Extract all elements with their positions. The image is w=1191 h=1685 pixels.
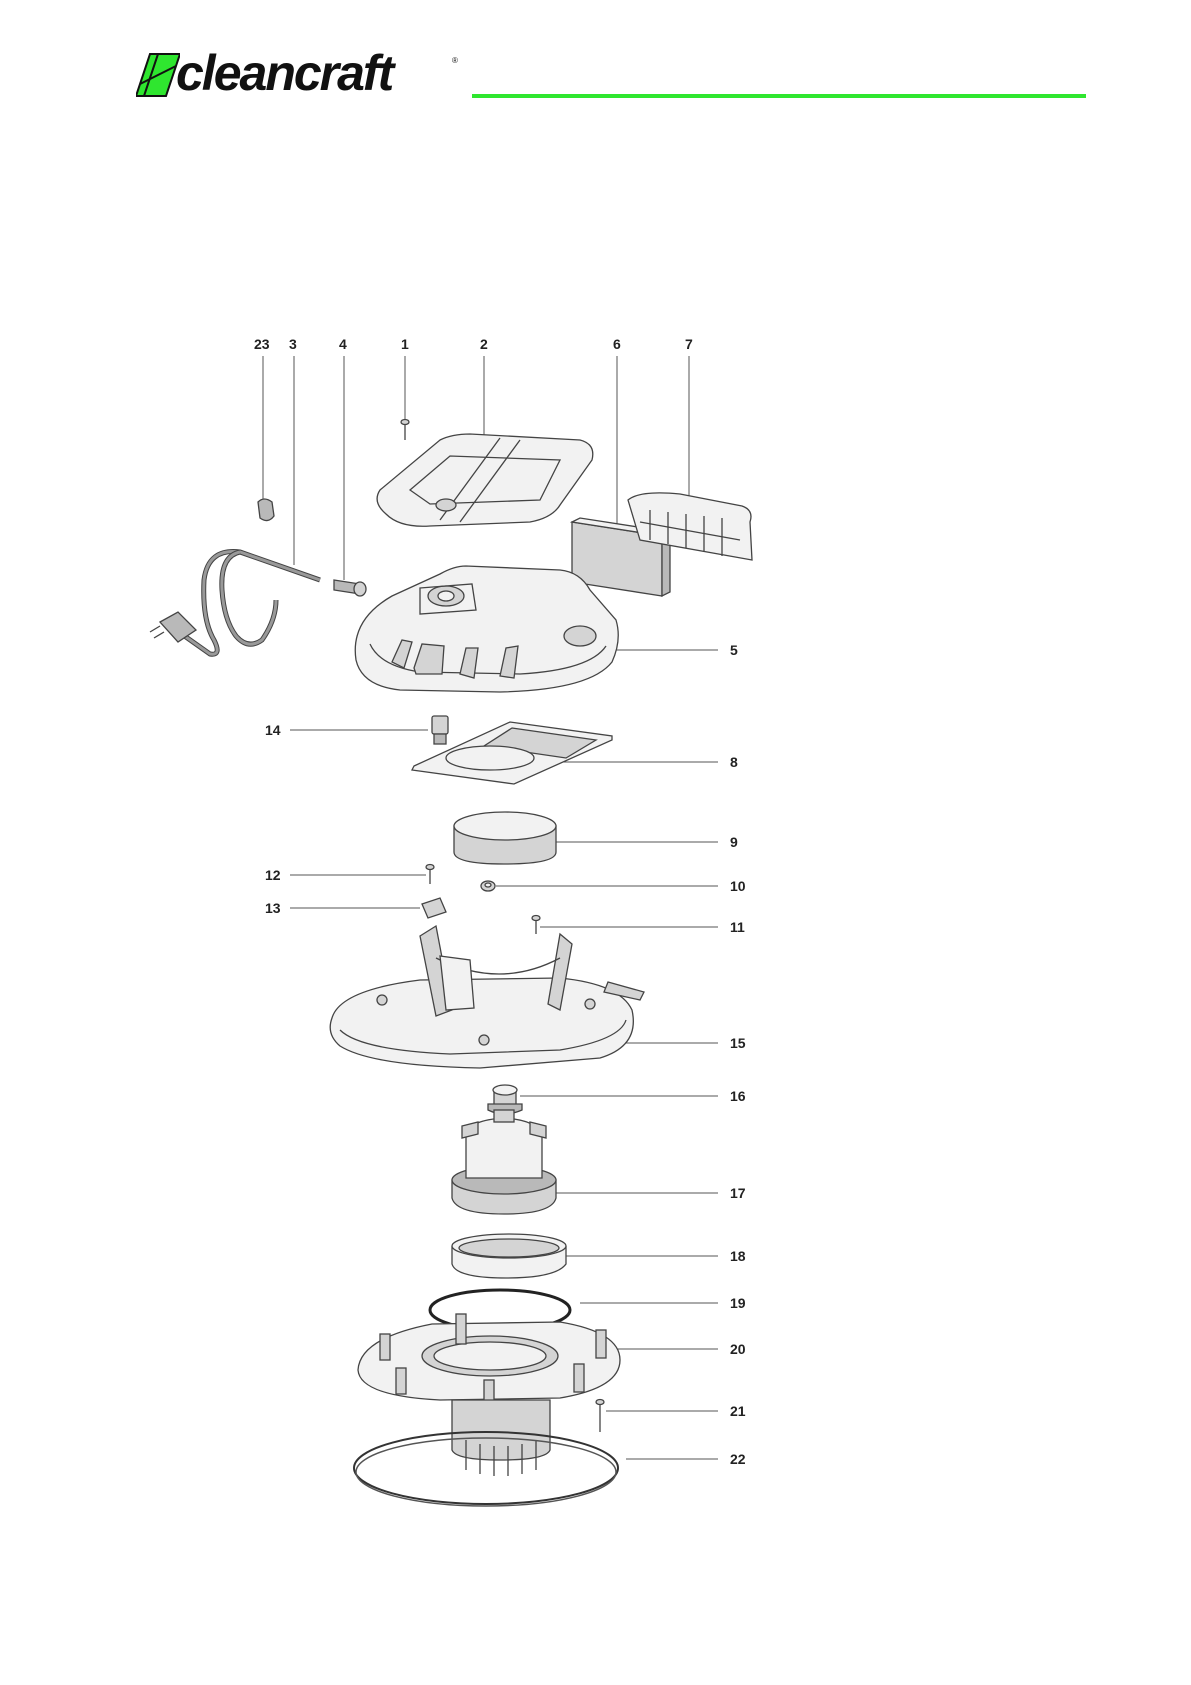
part-label-8: 8 (730, 754, 738, 770)
callout-19: 19 (580, 1295, 746, 1311)
part-label-7: 7 (685, 336, 693, 352)
callout-13: 13 (265, 900, 420, 916)
callout-23: 23 (254, 336, 270, 500)
part-label-5: 5 (730, 642, 738, 658)
part-17-motor (452, 1110, 556, 1214)
part-5-housing (355, 566, 618, 692)
callout-11: 11 (540, 919, 745, 935)
callout-4: 4 (339, 336, 347, 580)
part-10-nut (481, 881, 495, 891)
callout-14: 14 (265, 722, 428, 738)
part-12-screw (426, 865, 434, 885)
part-20-lower-housing (358, 1314, 620, 1476)
part-13-clip (422, 898, 446, 918)
part-23-strain-relief (258, 499, 274, 521)
part-14-switch (432, 716, 448, 744)
part-label-23: 23 (254, 336, 270, 352)
part-1-screw (401, 420, 409, 441)
callout-20: 20 (616, 1341, 746, 1357)
callout-21: 21 (606, 1403, 746, 1419)
part-label-21: 21 (730, 1403, 746, 1419)
part-label-9: 9 (730, 834, 738, 850)
part-label-11: 11 (730, 919, 745, 935)
callout-18: 18 (566, 1248, 746, 1264)
part-label-20: 20 (730, 1341, 746, 1357)
part-label-19: 19 (730, 1295, 746, 1311)
part-label-15: 15 (730, 1035, 746, 1051)
callout-6: 6 (613, 336, 621, 542)
callout-12: 12 (265, 867, 426, 883)
part-9-foam-filter (454, 812, 556, 864)
callout-10: 10 (496, 878, 746, 894)
part-label-12: 12 (265, 867, 281, 883)
callout-16: 16 (520, 1088, 746, 1104)
callout-7: 7 (685, 336, 693, 498)
part-18-ring (452, 1234, 566, 1278)
part-label-10: 10 (730, 878, 746, 894)
callout-17: 17 (548, 1185, 746, 1201)
part-label-2: 2 (480, 336, 488, 352)
part-21-long-screw (596, 1400, 604, 1433)
part-15-base-plate (330, 926, 644, 1068)
callout-9: 9 (556, 834, 738, 850)
callout-3: 3 (289, 336, 297, 565)
part-label-18: 18 (730, 1248, 746, 1264)
part-label-1: 1 (401, 336, 409, 352)
part-label-3: 3 (289, 336, 297, 352)
part-label-17: 17 (730, 1185, 746, 1201)
part-3-power-cord (150, 552, 320, 655)
part-label-13: 13 (265, 900, 281, 916)
part-2-top-cover (377, 434, 593, 526)
part-4-connector (334, 580, 366, 596)
callout-15: 15 (612, 1035, 746, 1051)
callout-1: 1 (401, 336, 409, 420)
part-label-16: 16 (730, 1088, 746, 1104)
callout-2: 2 (480, 336, 488, 440)
part-label-22: 22 (730, 1451, 746, 1467)
part-11-screw (532, 916, 540, 935)
part-label-6: 6 (613, 336, 621, 352)
part-label-4: 4 (339, 336, 347, 352)
part-label-14: 14 (265, 722, 281, 738)
callout-22: 22 (626, 1451, 746, 1467)
